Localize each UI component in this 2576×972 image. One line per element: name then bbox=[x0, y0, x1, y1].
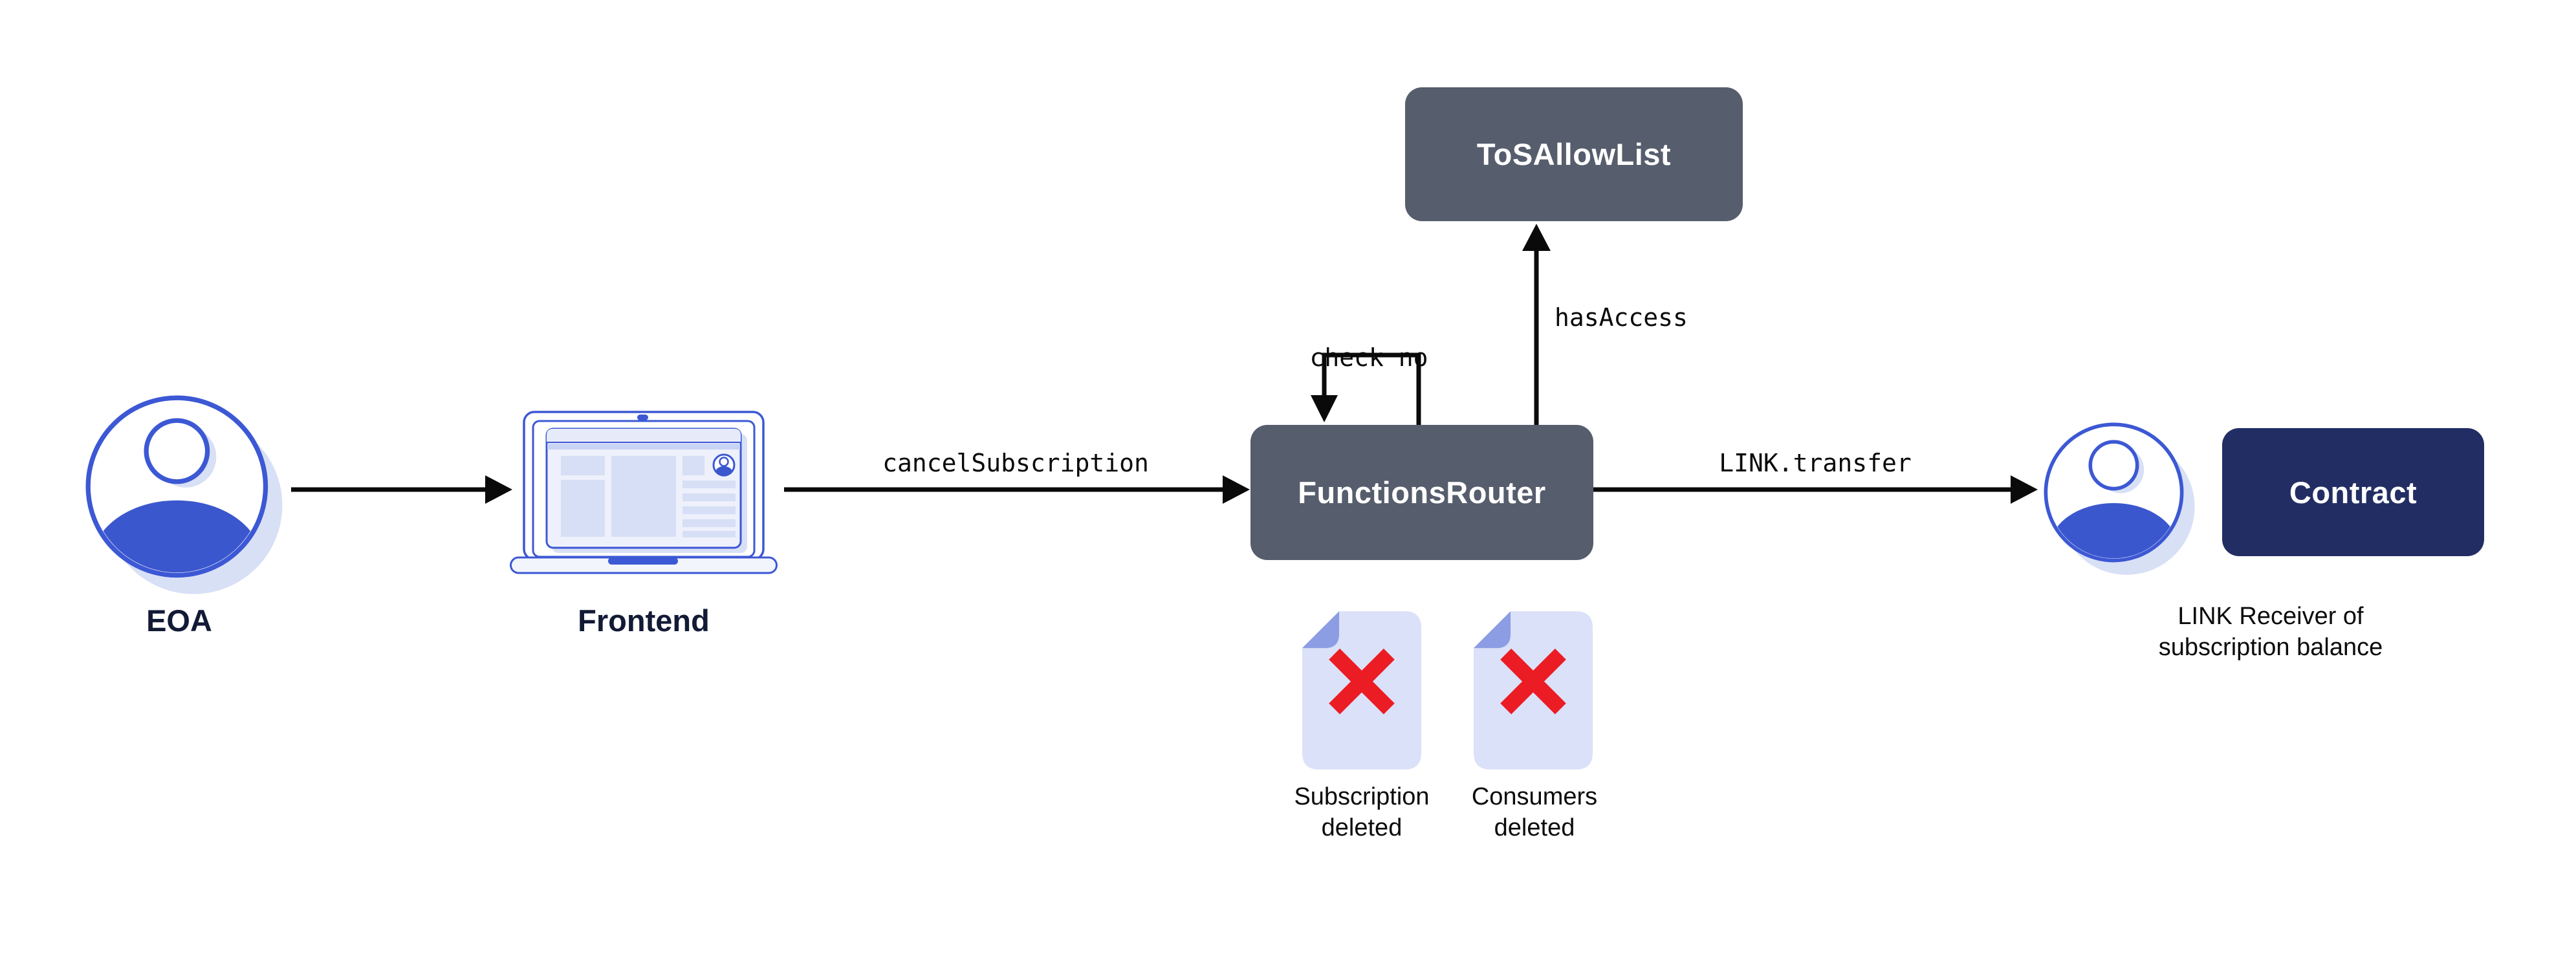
node-contract: Contract bbox=[2222, 428, 2484, 556]
arrow-check-pending-self-loop bbox=[1311, 352, 1421, 425]
deleted-document-icon bbox=[1302, 611, 1421, 770]
check-pending-line1: check no bbox=[1309, 343, 1428, 372]
laptop-browser-icon bbox=[510, 411, 778, 574]
cancel-subscription-label: cancelSubscription bbox=[882, 449, 1149, 477]
mini-avatar-icon bbox=[712, 453, 736, 477]
link-receiver-label: LINK Receiver of subscription balance bbox=[2159, 601, 2383, 663]
consumers-deleted-label: Consumers deleted bbox=[1472, 781, 1597, 843]
consumers-deleted-line1: Consumers bbox=[1471, 783, 1598, 810]
has-access-label: hasAccess bbox=[1555, 303, 1688, 332]
user-avatar-icon bbox=[2040, 418, 2197, 576]
arrow-cancel-subscription bbox=[784, 475, 1250, 504]
link-receiver-line2: subscription balance bbox=[2158, 634, 2383, 661]
subscription-deleted-line1: Subscription bbox=[1294, 783, 1430, 810]
eoa-label: EOA bbox=[146, 603, 212, 638]
node-functions-router: FunctionsRouter bbox=[1250, 425, 1593, 560]
deleted-document-icon bbox=[1474, 611, 1593, 770]
link-transfer-label: LINK.transfer bbox=[1719, 449, 1912, 477]
node-tos-allow-list: ToSAllowList bbox=[1405, 87, 1743, 221]
subscription-deleted-line2: deleted bbox=[1321, 814, 1403, 841]
consumers-deleted-line2: deleted bbox=[1494, 814, 1575, 841]
contract-label: Contract bbox=[2289, 475, 2418, 510]
arrow-eoa-to-frontend bbox=[291, 475, 512, 504]
arrow-has-access bbox=[1522, 224, 1551, 425]
link-receiver-line1: LINK Receiver of bbox=[2178, 603, 2364, 630]
subscription-deleted-label: Subscription deleted bbox=[1294, 781, 1429, 843]
tos-allow-list-label: ToSAllowList bbox=[1476, 137, 1672, 171]
functions-router-label: FunctionsRouter bbox=[1298, 475, 1546, 510]
frontend-label: Frontend bbox=[578, 603, 710, 638]
arrow-link-transfer bbox=[1593, 475, 2038, 504]
user-avatar-icon bbox=[80, 390, 285, 595]
